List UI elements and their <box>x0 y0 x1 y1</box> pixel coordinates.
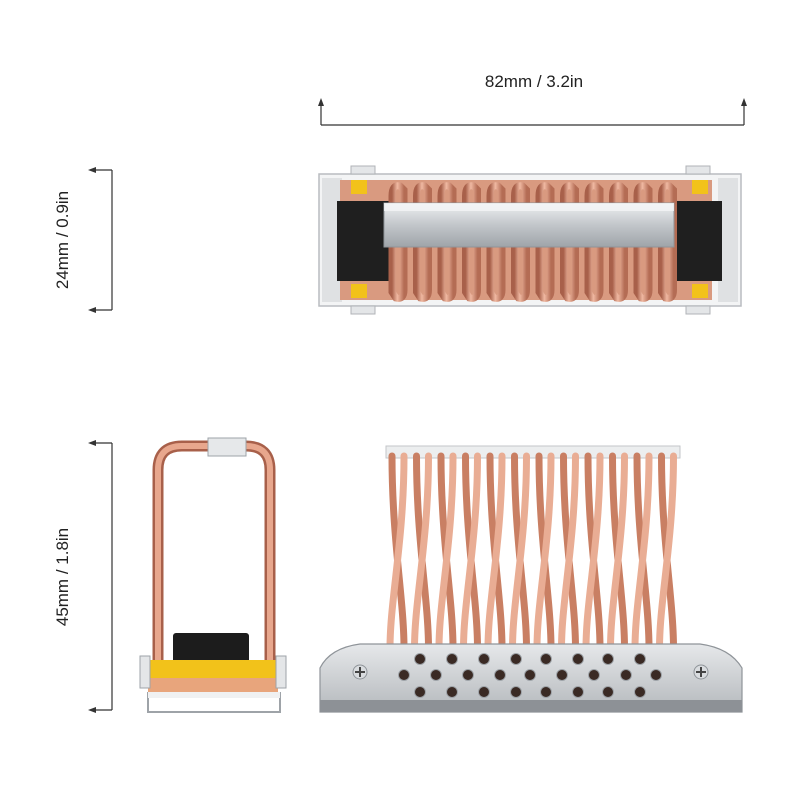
vent-hole <box>588 669 600 681</box>
front-heat-pipe <box>411 452 432 652</box>
vent-hole <box>524 669 536 681</box>
vent-hole <box>510 653 522 665</box>
width-dimension-line <box>318 98 747 126</box>
front-heat-pipe <box>509 452 530 652</box>
vent-hole <box>634 686 646 698</box>
front-heat-pipe <box>460 452 481 652</box>
front-heat-pipe <box>631 452 653 652</box>
front-view-heatsink <box>319 445 743 713</box>
front-top-strip <box>385 445 681 459</box>
screw-icon <box>693 664 709 680</box>
vent-hole <box>634 653 646 665</box>
front-heat-pipe <box>484 452 506 652</box>
top-tab <box>350 305 376 315</box>
side-clip <box>207 437 247 457</box>
vent-hole <box>572 686 584 698</box>
side-height-dimension-line <box>88 440 113 713</box>
vent-hole <box>398 669 410 681</box>
vent-hole <box>414 686 426 698</box>
vent-hole <box>540 653 552 665</box>
vent-hole <box>446 686 458 698</box>
screw-icon <box>352 664 368 680</box>
vent-hole <box>446 653 458 665</box>
front-heat-pipe <box>435 452 457 652</box>
vent-hole <box>478 653 490 665</box>
vent-hole <box>510 686 522 698</box>
vent-hole <box>620 669 632 681</box>
vent-hole <box>602 686 614 698</box>
black-pad <box>337 201 389 281</box>
vent-hole <box>556 669 568 681</box>
top-height-dimension-line <box>88 167 113 313</box>
vent-hole <box>430 669 442 681</box>
top-tab <box>685 305 711 315</box>
black-pad <box>670 201 722 281</box>
front-heat-pipe <box>582 452 604 652</box>
vent-hole <box>650 669 662 681</box>
front-heat-pipe <box>607 452 628 652</box>
vent-hole <box>572 653 584 665</box>
vent-hole <box>462 669 474 681</box>
width-dimension-label: 82mm / 3.2in <box>484 72 584 91</box>
front-heat-pipe <box>386 452 408 652</box>
vent-hole <box>602 653 614 665</box>
vent-hole <box>494 669 506 681</box>
top-tab <box>350 165 376 175</box>
top-view-heatsink <box>318 165 742 315</box>
vent-hole <box>478 686 490 698</box>
front-heat-pipe <box>558 452 579 652</box>
front-heat-pipe <box>656 452 677 652</box>
vent-hole <box>540 686 552 698</box>
top-tab <box>685 165 711 175</box>
vent-hole <box>414 653 426 665</box>
front-heat-pipe <box>533 452 555 652</box>
side-view-heatsink <box>139 437 287 713</box>
